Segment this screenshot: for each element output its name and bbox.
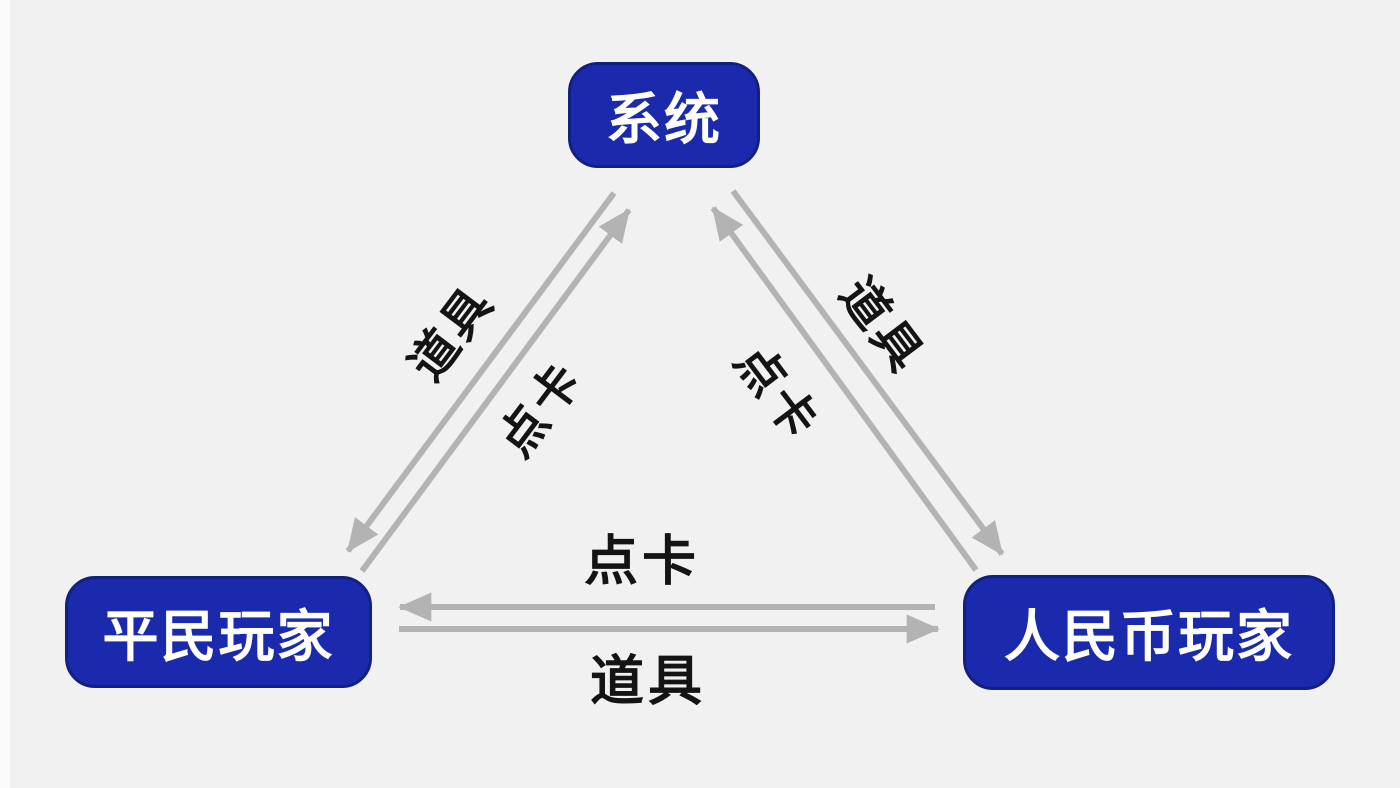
arrow-rmb-to-system xyxy=(710,206,979,572)
arrow-civilian-to-system xyxy=(359,208,632,573)
node-system: 系统 xyxy=(568,62,760,168)
edge-label-rmb-to-civilian: 点卡 xyxy=(584,531,700,592)
node-rmb: 人民币玩家 xyxy=(963,575,1335,690)
left-edge-highlight xyxy=(0,0,10,788)
node-civilian: 平民玩家 xyxy=(65,576,372,688)
arrow-system-to-civilian xyxy=(345,191,617,553)
edge-label-civilian-to-rmb: 道具 xyxy=(590,651,706,712)
arrow-system-to-rmb xyxy=(730,189,1005,556)
